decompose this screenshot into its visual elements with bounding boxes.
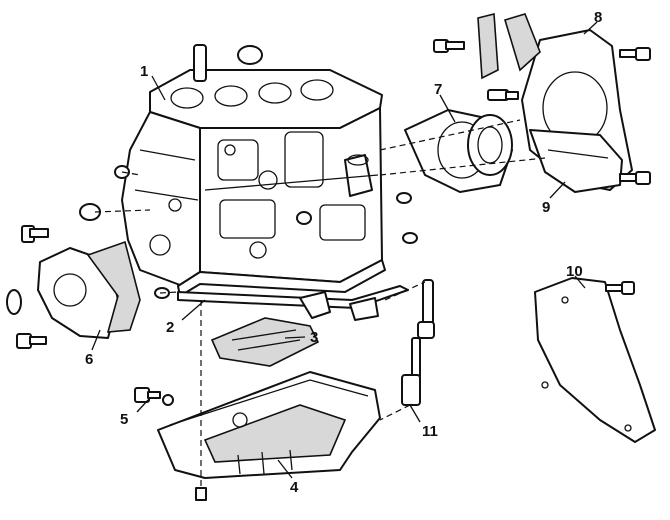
bracket-right: [349, 297, 379, 321]
callout-3: 3: [310, 329, 318, 346]
alignment-line-dipstick: [379, 281, 426, 421]
oil-baffle: [210, 317, 320, 367]
drain-plug: [195, 487, 207, 501]
callout-2: 2: [166, 319, 174, 336]
callout-8: 8: [594, 9, 602, 26]
oil-pan: [157, 371, 381, 479]
callout-7: 7: [434, 81, 442, 98]
alignment-line-front: [94, 171, 179, 294]
timing-belt-outer-cover: [534, 277, 656, 443]
callout-11: 11: [422, 423, 438, 440]
front-cover-oil-pump: [6, 225, 141, 349]
lower-timing-cover: [529, 129, 651, 193]
alignment-line-rear: [379, 119, 546, 176]
rear-seal-carrier: [404, 89, 519, 193]
callout-5: 5: [120, 411, 128, 428]
leader-lines: [91, 21, 598, 479]
oil-pan-bolt: [134, 387, 174, 406]
callout-6: 6: [85, 351, 93, 368]
cylinder-block: [79, 44, 418, 299]
callout-4: 4: [290, 479, 299, 496]
bracket-left: [299, 291, 331, 319]
callout-10: 10: [566, 263, 583, 280]
callout-1: 1: [140, 63, 148, 80]
dipstick-tube: [401, 279, 435, 406]
callout-9: 9: [542, 199, 550, 216]
